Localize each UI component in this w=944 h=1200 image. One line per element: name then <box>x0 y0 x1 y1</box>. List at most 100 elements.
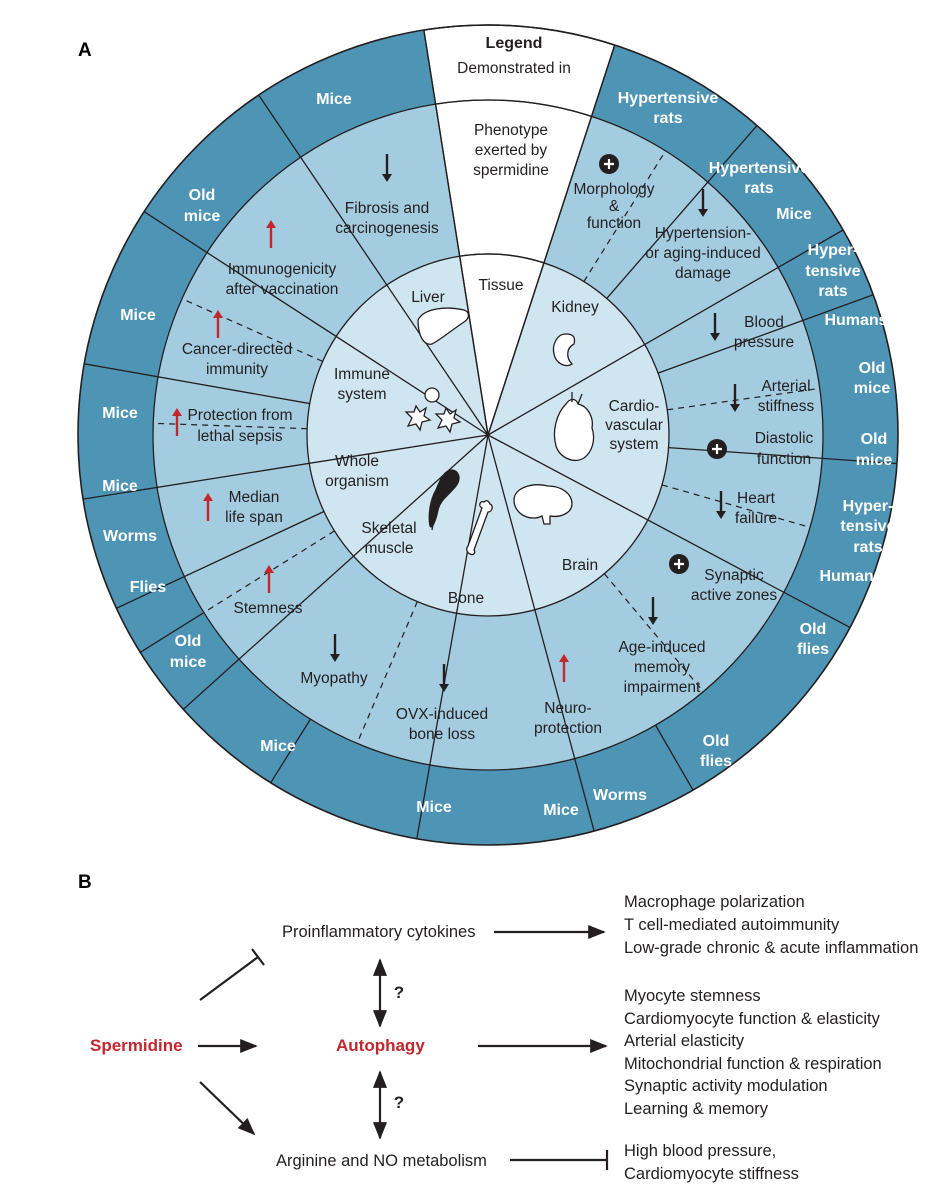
phen-mem-2: memory <box>634 659 690 676</box>
outer-divider-5 <box>654 724 694 791</box>
phen-morph-2: & <box>609 198 620 215</box>
org-diastolic-1: Old <box>861 431 888 448</box>
phen-neuro-2: protection <box>534 720 602 737</box>
down-arrow-hf-icon-head <box>716 511 726 519</box>
phen-bone-2: bone loss <box>409 726 476 743</box>
org-bp-3: rats <box>818 283 847 300</box>
down-arrow-memory-icon-head <box>648 617 658 625</box>
b-spermidine: Spermidine <box>90 1036 183 1055</box>
b-cytokine-effects: Macrophage polarization T cell-mediated … <box>624 893 918 957</box>
sector-divider-4 <box>487 434 595 832</box>
phen-arterial-2: stiffness <box>758 398 815 415</box>
phen-sepsis-2: lethal sepsis <box>197 428 283 445</box>
sector-dividers <box>82 29 898 839</box>
up-arrow-cancer-icon-head <box>213 310 223 318</box>
tissue-immune-1: Immune <box>334 366 390 383</box>
org-bp-2: tensive <box>805 263 860 280</box>
org-kidney-dmg-mice: Mice <box>776 206 812 223</box>
b-cyt-effect-1: Macrophage polarization <box>624 893 805 911</box>
b-question-upper: ? <box>394 983 404 1002</box>
b-cyt-effect-2: T cell-mediated autoimmunity <box>624 916 840 934</box>
org-hf-2: tensive <box>840 518 895 535</box>
phen-morph-1: Morphology <box>574 181 655 198</box>
up-arrow-lifespan-icon-head <box>203 493 213 501</box>
down-arrow-fibrosis-icon-head <box>382 174 392 182</box>
phen-immuno-1: Immunogenicity <box>228 261 337 278</box>
b-arg-effect-2: Cardiomyocyte stiffness <box>624 1165 799 1183</box>
circular-diagram <box>77 24 899 846</box>
org-cancer: Mice <box>120 307 156 324</box>
org-immuno-2: mice <box>184 208 221 225</box>
b-inhibit-cytokines-line <box>199 956 259 1001</box>
phen-hf-1: Heart <box>737 490 776 507</box>
org-arterial-1: Old <box>859 360 886 377</box>
org-hf-1: Hyper- <box>843 498 894 515</box>
phen-arterial-1: Arterial <box>761 378 810 395</box>
brain-icon <box>513 484 573 525</box>
up-arrow-immuno-icon-head <box>266 220 276 228</box>
up-arrow-sepsis-icon-head <box>172 408 182 416</box>
org-myopathy: Mice <box>260 738 296 755</box>
org-lifespan-flies: Flies <box>130 579 167 596</box>
legend: Legend Demonstrated in Phenotype exerted… <box>457 35 571 294</box>
dashed-divider-4 <box>356 601 418 744</box>
tissue-icons <box>404 307 595 556</box>
down-arrow-myopathy-icon-head <box>330 654 340 662</box>
b-cyt-effect-3: Low-grade chronic & acute inflammation <box>624 939 918 957</box>
phen-diastolic-2: function <box>757 451 811 468</box>
org-arterial-2: mice <box>854 380 891 397</box>
org-kidney-dmg-2: rats <box>744 180 773 197</box>
tissue-skeletal-1: Skeletal <box>361 520 416 537</box>
kidney-icon <box>552 333 576 367</box>
phen-htn-3: damage <box>675 265 731 282</box>
panel-b-label: B <box>78 872 92 893</box>
outer-divider-2 <box>668 446 898 465</box>
dashed-divider-6 <box>153 422 308 430</box>
outer-divider-0 <box>606 125 758 299</box>
b-autophagy-effects: Myocyte stemness Cardiomyocyte function … <box>624 987 882 1118</box>
org-hf-3: rats <box>853 539 882 556</box>
org-diastolic-2: mice <box>856 452 893 469</box>
phen-bp-2: pressure <box>734 334 794 351</box>
b-auto-effect-6: Learning & memory <box>624 1100 769 1118</box>
org-lifespan-worms: Worms <box>103 528 157 545</box>
plus-diastolic-icon-cross <box>712 444 722 454</box>
tissue-cardio-1: Cardio- <box>609 398 660 415</box>
outer-divider-1 <box>657 294 874 374</box>
immune-star-icon <box>404 404 432 432</box>
down-arrow-bp-icon-head <box>710 333 720 341</box>
muscle-bone-icon <box>431 485 441 531</box>
dashed-divider-7 <box>181 298 323 362</box>
b-auto-effect-4: Mitochondrial function & respiration <box>624 1055 882 1073</box>
org-neuro-worms: Worms <box>593 787 647 804</box>
sector-divider-7 <box>82 434 489 500</box>
heart-icon <box>553 392 595 461</box>
sector-divider-2 <box>487 229 844 436</box>
org-hf-humans: Humans <box>819 568 882 585</box>
down-arrow-bone-icon-head <box>439 684 449 692</box>
panel-a-label: A <box>78 40 92 61</box>
panel-b: Proinflammatory cytokines Arginine and N… <box>90 893 918 1183</box>
phenotype-labels: Fibrosis and carcinogenesis Morphology &… <box>182 181 815 743</box>
b-arginine: Arginine and NO metabolism <box>276 1152 487 1170</box>
org-kidney-morph-2: rats <box>653 110 682 127</box>
tissue-brain: Brain <box>562 557 598 574</box>
tissue-immune-2: system <box>337 386 386 403</box>
dashed-divider-1 <box>667 387 820 411</box>
sector-divider-5 <box>416 434 489 839</box>
legend-phenotype-1: Phenotype <box>474 122 548 139</box>
dashed-divider-3 <box>603 573 704 693</box>
bone-icon <box>466 500 493 556</box>
phen-htn-2: or aging-induced <box>645 245 760 262</box>
legend-title: Legend <box>486 35 543 52</box>
plus-morphology-icon-cross <box>604 159 614 169</box>
b-auto-effect-1: Myocyte stemness <box>624 987 761 1005</box>
b-arg-effect-1: High blood pressure, <box>624 1142 776 1160</box>
phen-lifespan-2: life span <box>225 509 283 526</box>
phen-myopathy: Myopathy <box>300 670 367 687</box>
org-kidney-dmg-1: Hypertensive <box>709 160 810 177</box>
phen-morph-3: function <box>587 215 641 232</box>
tissue-kidney: Kidney <box>551 299 599 316</box>
